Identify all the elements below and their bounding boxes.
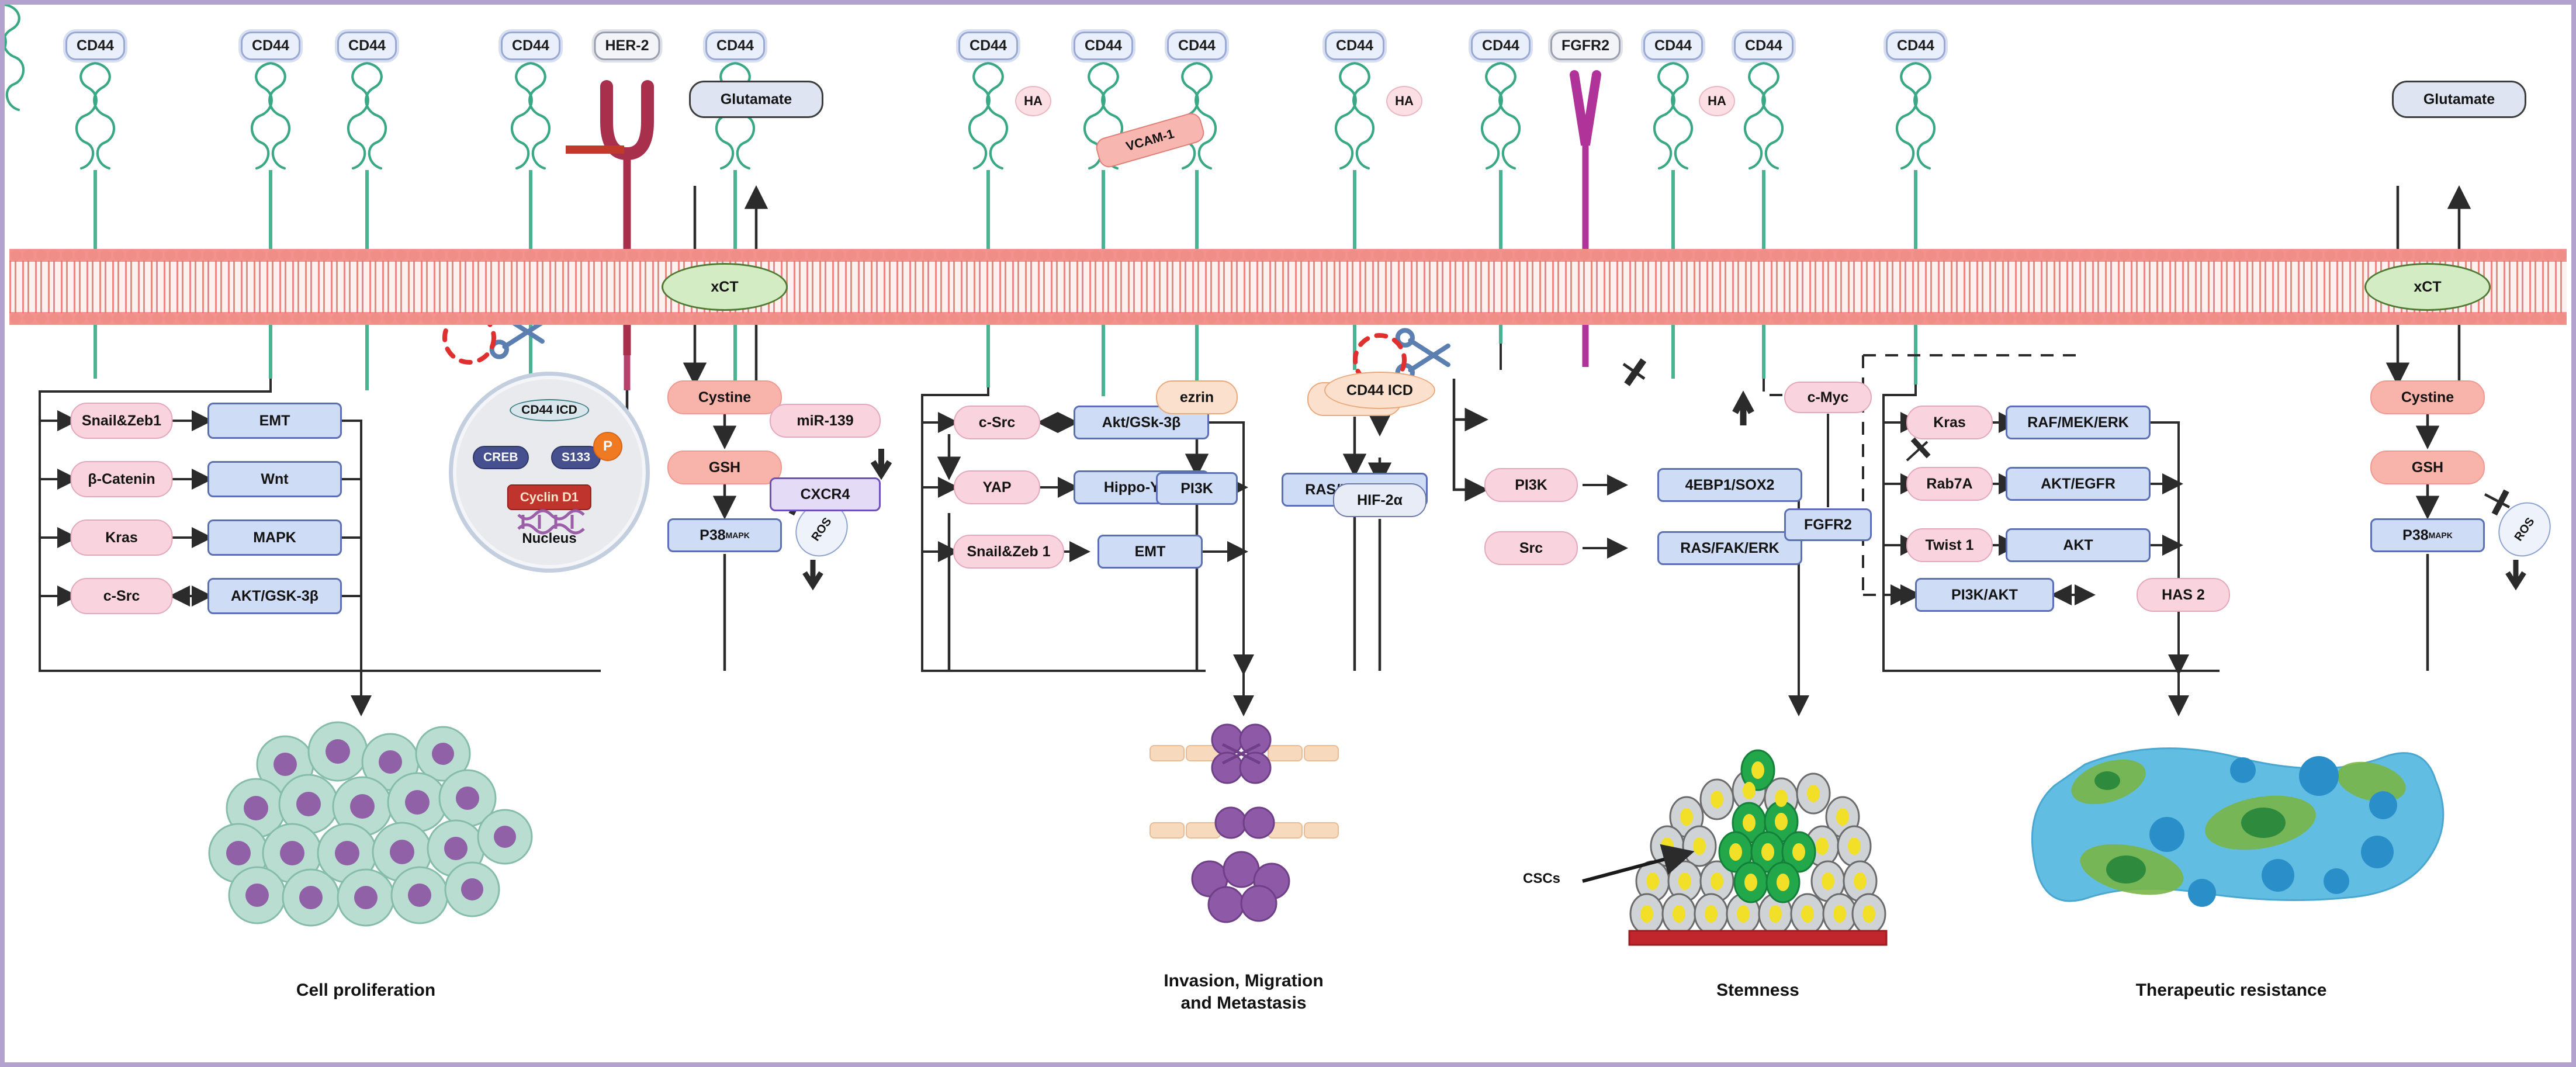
- receptor-fgfr2[interactable]: FGFR2: [1550, 32, 1621, 60]
- receptor-cd44-7[interactable]: CD44: [1074, 32, 1133, 60]
- node-c-myc[interactable]: c-Myc: [1784, 382, 1872, 413]
- down-arrow-p38-right: [2505, 560, 2526, 591]
- node-emt-invasion[interactable]: EMT: [1097, 535, 1203, 569]
- her2-receptor-shape: [566, 80, 654, 390]
- membrane-lipid-tails: [9, 261, 2567, 313]
- node-cyclin-d1[interactable]: Cyclin D1: [507, 484, 592, 510]
- receptor-cd44-6[interactable]: CD44: [958, 32, 1018, 60]
- p38-text: P38: [700, 526, 726, 543]
- node-beta-catenin[interactable]: β-Catenin: [70, 461, 173, 497]
- plasma-membrane: [9, 249, 2567, 325]
- p38-sup: MAPK: [725, 530, 750, 540]
- cmyc-inhibit: [1622, 364, 1644, 379]
- node-mir-139[interactable]: miR-139: [770, 404, 881, 438]
- caption-cell-proliferation: Cell proliferation: [296, 981, 436, 1000]
- ligand-ha-1: HA: [1015, 86, 1051, 116]
- node-cystine-left[interactable]: Cystine: [667, 380, 782, 414]
- node-snail-zeb1-invasion[interactable]: Snail&Zeb 1: [953, 535, 1064, 569]
- receptor-cd44-3[interactable]: CD44: [337, 32, 397, 60]
- cscs-label: CSCs: [1523, 871, 1561, 886]
- p38-sup-right: MAPK: [2428, 530, 2453, 540]
- up-arrow-cmyc: [1732, 390, 1754, 425]
- receptor-cd44-10[interactable]: CD44: [1471, 32, 1531, 60]
- receptor-cd44-9[interactable]: CD44: [1325, 32, 1384, 60]
- nucleus-label: Nucleus: [522, 531, 577, 546]
- receptor-cd44-12[interactable]: CD44: [1734, 32, 1793, 60]
- receptor-cd44-11[interactable]: CD44: [1643, 32, 1703, 60]
- node-rab7a[interactable]: Rab7A: [1906, 467, 1993, 501]
- node-c-src-prolif[interactable]: c-Src: [70, 578, 173, 614]
- node-pi3k-akt[interactable]: PI3K/AKT: [1915, 578, 2054, 612]
- ligand-ha-3: HA: [1699, 86, 1735, 116]
- node-s133[interactable]: S133: [551, 446, 601, 469]
- node-creb[interactable]: CREB: [473, 446, 529, 469]
- node-emt[interactable]: EMT: [207, 403, 342, 439]
- node-c-src-invasion[interactable]: c-Src: [954, 406, 1040, 439]
- node-4ebp1-sox2[interactable]: 4EBP1/SOX2: [1657, 468, 1802, 502]
- node-akt-egfr[interactable]: AKT/EGFR: [2006, 467, 2151, 501]
- down-arrow-mir: [870, 449, 892, 480]
- node-gsh-right[interactable]: GSH: [2370, 451, 2485, 484]
- node-hif2a[interactable]: HIF-2α: [1333, 483, 1427, 517]
- node-mapk[interactable]: MAPK: [207, 519, 342, 556]
- receptor-her2[interactable]: HER-2: [594, 32, 660, 60]
- node-ras-fak-erk-stemness[interactable]: RAS/FAK/ERK: [1657, 531, 1802, 565]
- p38-text-right: P38: [2402, 526, 2429, 543]
- caption-therapeutic-resistance: Therapeutic resistance: [2135, 981, 2327, 1000]
- node-glutamate-left[interactable]: Glutamate: [689, 81, 823, 118]
- node-cd44-icd-nucleus[interactable]: CD44 ICD: [510, 399, 589, 421]
- receptor-cd44-2[interactable]: CD44: [241, 32, 300, 60]
- dna-helix-icon: [517, 509, 585, 535]
- caption-stemness: Stemness: [1716, 981, 1799, 1000]
- membrane-heads-top: [9, 249, 2567, 262]
- ligand-ha-2: HA: [1386, 86, 1422, 116]
- receptor-cd44-8[interactable]: CD44: [1167, 32, 1227, 60]
- node-kras-resistance[interactable]: Kras: [1906, 406, 1993, 439]
- node-ezrin[interactable]: ezrin: [1156, 380, 1238, 414]
- node-wnt[interactable]: Wnt: [207, 461, 342, 497]
- node-glutamate-right[interactable]: Glutamate: [2392, 81, 2526, 118]
- proliferation-cell-cluster-art: [208, 721, 533, 927]
- node-ros-right[interactable]: ROS: [2488, 492, 2561, 567]
- node-cystine-right[interactable]: Cystine: [2370, 380, 2485, 414]
- node-xct-left[interactable]: xCT: [662, 263, 788, 311]
- node-yap[interactable]: YAP: [954, 470, 1040, 504]
- node-cxcr4[interactable]: CXCR4: [770, 477, 881, 511]
- node-twist1[interactable]: Twist 1: [1906, 528, 1993, 562]
- mitosis-art: [1149, 723, 1339, 923]
- node-snail-zeb1[interactable]: Snail&Zeb1: [70, 403, 173, 439]
- receptor-cd44-4[interactable]: CD44: [501, 32, 560, 60]
- node-cd44-icd-stemness[interactable]: CD44 ICD: [1324, 372, 1435, 409]
- phospho-badge-icon: P: [593, 432, 622, 461]
- receptor-cd44-1[interactable]: CD44: [65, 32, 125, 60]
- down-arrow-p38: [802, 560, 823, 591]
- node-akt-resistance[interactable]: AKT: [2006, 528, 2151, 562]
- node-gsh-left[interactable]: GSH: [667, 451, 782, 484]
- node-kras[interactable]: Kras: [70, 519, 173, 556]
- node-pi3k-invasion[interactable]: PI3K: [1156, 472, 1238, 505]
- node-raf-mek-erk[interactable]: RAF/MEK/ERK: [2006, 406, 2151, 439]
- caption-invasion-migration-metastasis: Invasion, Migration and Metastasis: [1164, 971, 1324, 1013]
- node-src-stemness[interactable]: Src: [1484, 531, 1578, 565]
- node-has2[interactable]: HAS 2: [2137, 578, 2230, 612]
- receptor-cd44-13[interactable]: CD44: [1886, 32, 1945, 60]
- node-akt-gsk3b[interactable]: AKT/GSK-3β: [207, 578, 342, 614]
- node-fgfr2-downstream[interactable]: FGFR2: [1784, 508, 1872, 541]
- resistance-tissue-art: [2031, 747, 2445, 907]
- ligand-vcam1: VCAM-1: [1093, 110, 1207, 170]
- node-pi3k-stemness[interactable]: PI3K: [1484, 468, 1578, 502]
- pathway-lines-layer: [5, 5, 2526, 946]
- node-xct-right[interactable]: xCT: [2364, 263, 2491, 311]
- nucleus: CD44 ICD CREB S133 P Cyclin D1 Nucleus: [449, 372, 650, 573]
- membrane-heads-bottom: [9, 311, 2567, 325]
- stemness-tumour-art: [1582, 749, 1888, 946]
- receptor-cd44-5[interactable]: CD44: [705, 32, 765, 60]
